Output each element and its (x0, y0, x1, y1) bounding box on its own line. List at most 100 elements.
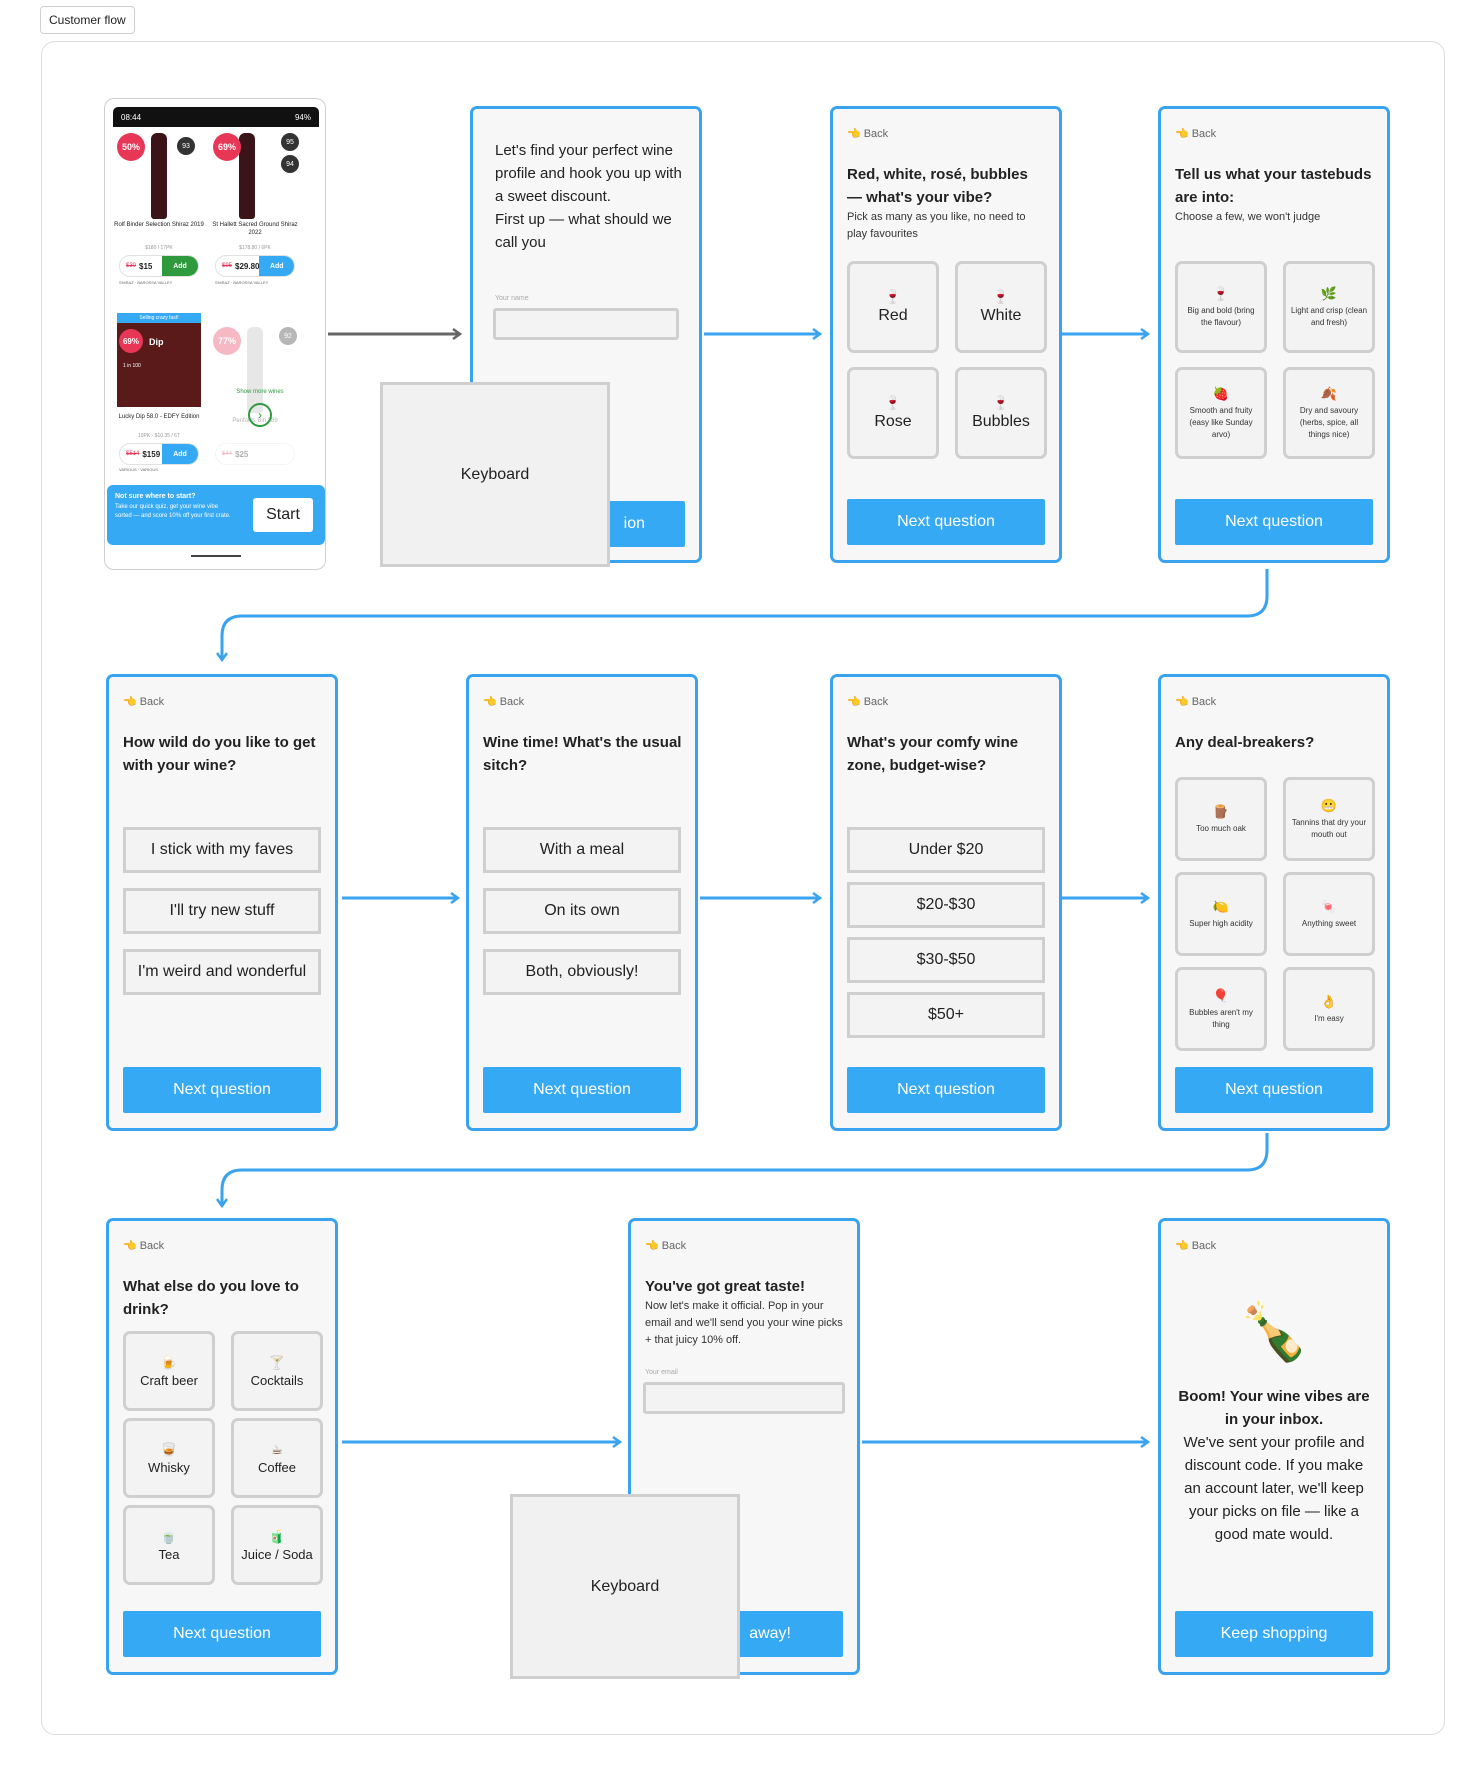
option-red[interactable]: 🍷Red (847, 261, 939, 353)
back-button[interactable]: 👈Back (847, 695, 889, 709)
option-easy[interactable]: 👌 I'm easy (1283, 967, 1375, 1051)
ok-hand-icon: 👌 (1320, 993, 1338, 1009)
option-label: Craft beer (140, 1372, 198, 1388)
vibe-subtitle: Pick as many as you like, no need to pla… (847, 211, 1026, 240)
score-badge: 93 (177, 137, 195, 155)
back-label: Back (863, 695, 889, 708)
next-question-button[interactable]: Next question (483, 1067, 681, 1113)
option-label: Too much oak (1196, 823, 1246, 833)
product-card[interactable]: 50% 93 Rolf Binder Selection Shiraz 2019… (113, 129, 205, 289)
balloon-icon: 🎈 (1212, 987, 1230, 1003)
back-button[interactable]: 👈Back (1175, 127, 1216, 141)
back-button[interactable]: 👈Back (847, 127, 888, 141)
option-new-stuff[interactable]: I'll try new stuff (123, 888, 321, 934)
product-card[interactable]: 69% 95 94 St Hallett Sacred Ground Shira… (209, 129, 301, 289)
option-rose[interactable]: 🍷Rose (847, 367, 939, 459)
promo-body: Take our quick quiz, get your wine vibe … (115, 504, 231, 519)
option-dry-savoury[interactable]: 🍂Dry and savoury (herbs, spice, all thin… (1283, 367, 1375, 459)
option-label: Tea (158, 1546, 180, 1562)
back-button[interactable]: 👈Back (1175, 1239, 1217, 1253)
option-30-50[interactable]: $30-$50 (847, 937, 1045, 983)
option-juice-soda[interactable]: 🧃Juice / Soda (231, 1505, 323, 1585)
back-button[interactable]: 👈Back (1175, 695, 1216, 709)
old-price: $44 (222, 451, 233, 457)
show-more-link[interactable]: Show more wines (236, 389, 284, 395)
price-bar: $95 $29.80 Add (215, 255, 295, 277)
strawberry-icon: 🍓 (1212, 385, 1230, 401)
option-with-meal[interactable]: With a meal (483, 827, 681, 873)
option-label: Coffee (257, 1459, 297, 1475)
price: $29.80 (235, 261, 260, 271)
juice-box-icon: 🧃 (268, 1528, 286, 1544)
price: $25 (235, 449, 249, 459)
add-button[interactable]: Add (162, 256, 198, 276)
option-faves[interactable]: I stick with my faves (123, 827, 321, 873)
option-label: Tannins that dry your mouth out (1291, 817, 1367, 839)
option-50-plus[interactable]: $50+ (847, 992, 1045, 1038)
screen-wine-vibe: 👈Back Red, white, rosé, bubbles — what's… (830, 106, 1062, 563)
wood-log-icon: 🪵 (1212, 803, 1230, 819)
option-under-20[interactable]: Under $20 (847, 827, 1045, 873)
hand-icon: 👈 (123, 1240, 137, 1252)
option-bubbles[interactable]: 🍷Bubbles (955, 367, 1047, 459)
screen-budget: 👈Back What's your comfy wine zone, budge… (830, 674, 1062, 1131)
discount-badge: 50% (117, 133, 145, 161)
option-cocktails[interactable]: 🍸Cocktails (231, 1331, 323, 1411)
back-button[interactable]: 👈Back (123, 695, 164, 709)
back-label: Back (1191, 1239, 1217, 1252)
price: $15 (139, 261, 153, 271)
back-button[interactable]: 👈Back (645, 1239, 686, 1253)
option-big-bold[interactable]: 🍷Big and bold (bring the flavour) (1175, 261, 1267, 353)
back-button[interactable]: 👈Back (483, 695, 524, 709)
option-both[interactable]: Both, obviously! (483, 949, 681, 995)
wine-glass-icon: 🍷 (992, 395, 1010, 410)
product-card[interactable]: Selling crazy fast! 69% Dip 1 in 100 Luc… (113, 313, 205, 473)
option-label: White (980, 307, 1022, 324)
option-tannins[interactable]: 😬 Tannins that dry your mouth out (1283, 777, 1375, 861)
next-question-button[interactable]: Next question (1175, 499, 1373, 545)
option-light-crisp[interactable]: 🌿Light and crisp (clean and fresh) (1283, 261, 1375, 353)
keep-shopping-button[interactable]: Keep shopping (1175, 1611, 1373, 1657)
budget-question: What's your comfy wine zone, budget-wise… (847, 734, 1019, 774)
discount-badge: 69% (119, 329, 143, 353)
phone-home-screen: 08:44 94% 50% 93 Rolf Binder Selection S… (104, 98, 326, 570)
chevron-right-icon[interactable]: › (248, 403, 272, 427)
option-high-acidity[interactable]: 🍋Super high acidity (1175, 872, 1267, 956)
add-button[interactable]: Add (162, 444, 198, 464)
email-input[interactable] (643, 1382, 845, 1414)
back-button[interactable]: 👈Back (123, 1239, 164, 1253)
option-coffee[interactable]: ☕Coffee (231, 1418, 323, 1498)
option-whisky[interactable]: 🥃Whisky (123, 1418, 215, 1498)
option-20-30[interactable]: $20-$30 (847, 882, 1045, 928)
keyboard-placeholder: Keyboard (380, 382, 610, 567)
option-smooth-fruity[interactable]: 🍓Smooth and fruity (easy like Sunday arv… (1175, 367, 1267, 459)
option-on-own[interactable]: On its own (483, 888, 681, 934)
grimace-face-icon: 😬 (1320, 797, 1338, 813)
next-question-button[interactable]: Next question (847, 1067, 1045, 1113)
wine-glass-icon: 🍷 (992, 289, 1010, 304)
option-label: Red (878, 307, 908, 324)
product-name: Rolf Binder Selection Shiraz 2019 (114, 222, 204, 228)
hand-icon: 👈 (1175, 1240, 1189, 1252)
next-question-button[interactable]: Next question (847, 499, 1045, 545)
option-label: I'm easy (1314, 1013, 1344, 1023)
confirmation-body: We've sent your profile and discount cod… (1183, 1434, 1365, 1543)
screen-other-drinks: 👈Back What else do you love to drink? 🍺C… (106, 1218, 338, 1675)
start-quiz-button[interactable]: Start (253, 498, 313, 532)
option-craft-beer[interactable]: 🍺Craft beer (123, 1331, 215, 1411)
option-anything-sweet[interactable]: 🍬Anything sweet (1283, 872, 1375, 956)
discount-badge: 77% (213, 327, 241, 355)
next-question-button[interactable]: Next question (123, 1611, 321, 1657)
option-tea[interactable]: 🍵Tea (123, 1505, 215, 1585)
hand-icon: 👈 (847, 696, 861, 708)
option-weird[interactable]: I'm weird and wonderful (123, 949, 321, 995)
next-question-button[interactable]: Next question (123, 1067, 321, 1113)
next-question-button[interactable]: Next question (1175, 1067, 1373, 1113)
option-white[interactable]: 🍷 White (955, 261, 1047, 353)
name-input[interactable] (493, 308, 679, 340)
add-button[interactable]: Add (259, 256, 294, 276)
option-too-much-oak[interactable]: 🪵 Too much oak (1175, 777, 1267, 861)
screen-tastebuds: 👈Back Tell us what your tastebuds are in… (1158, 106, 1390, 563)
dealbreakers-question: Any deal-breakers? (1175, 734, 1315, 751)
option-no-bubbles[interactable]: 🎈Bubbles aren't my thing (1175, 967, 1267, 1051)
